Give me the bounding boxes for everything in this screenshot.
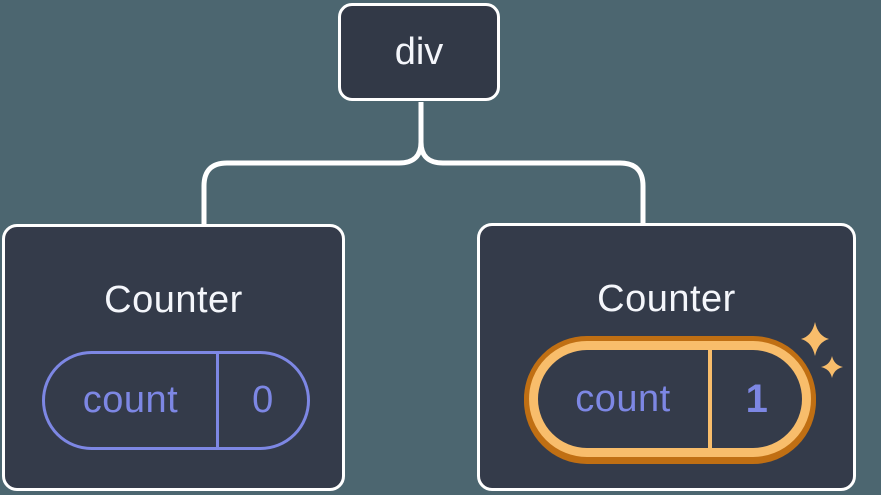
state-pill-core: count 1: [538, 350, 802, 448]
sparkle-icon-large: [801, 322, 829, 356]
state-label: count: [575, 377, 671, 420]
connector-right-branch: [418, 102, 646, 225]
sparkle-icon-small: [821, 356, 843, 378]
state-pill-label-segment: count: [45, 354, 219, 447]
state-label: count: [82, 379, 179, 421]
state-pill-value-segment: 1: [712, 350, 802, 448]
root-node-label: div: [394, 30, 444, 73]
state-value: 0: [252, 379, 274, 421]
counter-title: Counter: [597, 278, 736, 320]
connector-left-branch: [201, 102, 424, 226]
state-pill-value-segment: 0: [219, 354, 307, 447]
state-pill-count-1-highlighted: count 1: [524, 336, 816, 462]
state-value: 1: [745, 376, 769, 421]
root-node-div: div: [338, 3, 500, 101]
counter-card-left: Counter count 0: [2, 224, 345, 491]
state-pill-label-segment: count: [538, 350, 712, 448]
counter-title: Counter: [104, 279, 243, 321]
sparkle-icon: [801, 322, 843, 378]
counter-card-right: Counter count 1: [477, 223, 856, 491]
state-pill-count-0: count 0: [42, 351, 310, 450]
